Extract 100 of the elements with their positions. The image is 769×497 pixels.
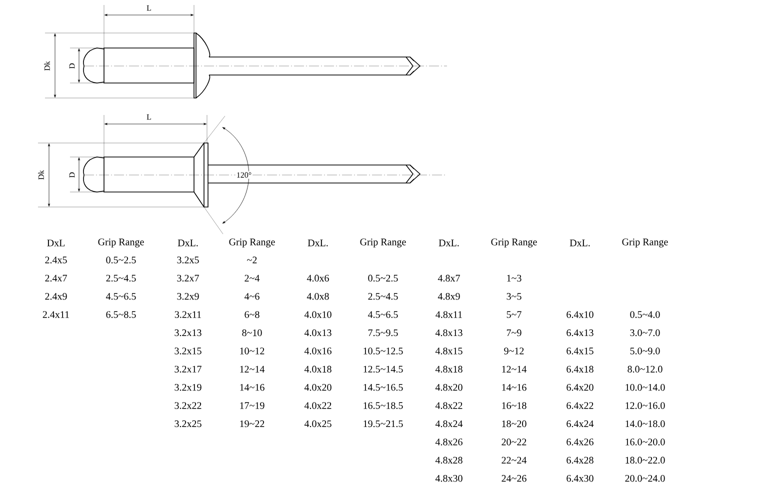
rivet-size: 3.2x19: [174, 384, 202, 391]
rivet-size: 2.4x7: [45, 274, 67, 282]
rivet-size: 6.4x13: [566, 329, 594, 336]
rivet-size: 4.0x6: [306, 274, 329, 282]
rivet-size: 4.8x22: [435, 402, 462, 409]
grip-range: 20~22: [502, 438, 526, 446]
grip-range: 0.5~4.0: [630, 311, 660, 318]
rivet-size: 6.4x26: [566, 438, 594, 446]
grip-range: 22~24: [502, 456, 527, 464]
rivet-size: 6.4x28: [566, 456, 594, 464]
dimension-label: D: [69, 172, 75, 178]
grip-range: 3~5: [506, 293, 522, 300]
grip-range: 2~4: [244, 274, 260, 282]
grip-range: 18~20: [502, 420, 526, 428]
dimension-label: L: [146, 114, 151, 120]
rivet-size: 4.8x24: [435, 420, 463, 428]
rivet-size: 2.4x5: [45, 256, 67, 264]
rivet-size: 3.2x5: [177, 256, 199, 264]
column-header: Grip Range: [98, 238, 144, 248]
grip-range: 12~14: [502, 366, 527, 372]
rivet-size: 4.8x13: [435, 329, 462, 336]
grip-range: 2.5~4.5: [368, 293, 398, 300]
rivet-size: 3.2x7: [177, 274, 199, 282]
dimension-label: Dk: [44, 61, 50, 71]
dimension-label: L: [146, 5, 151, 11]
grip-range: 16.0~20.0: [626, 438, 665, 446]
rivet-size: 3.2x22: [174, 402, 202, 409]
grip-range: 9~12: [504, 348, 524, 354]
rivet-size: 6.4x24: [566, 420, 594, 428]
grip-range: 14~16: [502, 384, 526, 391]
dimension-label: 120°: [235, 171, 253, 179]
rivet-size: 2.4x9: [45, 293, 67, 300]
rivet-size: 3.2x17: [174, 366, 202, 373]
column-header: DxL.: [308, 240, 328, 246]
column-header: DxL: [47, 240, 65, 246]
grip-range: 16.5~18.5: [364, 402, 403, 409]
column-header: Grip Range: [491, 238, 537, 248]
grip-range: 20.0~24.0: [625, 475, 665, 482]
grip-range: 8~10: [242, 329, 262, 336]
grip-range: 7~9: [506, 329, 522, 336]
rivet-size: 6.4x18: [566, 366, 594, 373]
rivet-size: 4.8x26: [435, 438, 462, 446]
column-header: DxL.: [178, 240, 198, 246]
rivet-size: 4.0x10: [304, 311, 332, 318]
column-header: DxL.: [570, 240, 590, 246]
rivet-size: 3.2x11: [174, 311, 201, 318]
rivet-size: 6.4x22: [566, 402, 594, 409]
grip-range: 4.5~6.5: [368, 311, 398, 318]
rivet-size: 4.8x28: [435, 456, 462, 464]
rivet-size: 4.0x22: [304, 402, 332, 409]
grip-range: 18.0~22.0: [626, 456, 665, 464]
grip-range: 19.5~21.5: [364, 420, 403, 428]
rivet-size: 6.4x20: [566, 384, 594, 391]
rivet-size: 4.0x8: [306, 293, 329, 300]
grip-range: 4~6: [244, 293, 260, 300]
grip-range: 4.5~6.5: [106, 293, 136, 300]
dimension-label: Dk: [38, 170, 44, 180]
rivet-size: 4.0x20: [304, 384, 332, 391]
rivet-size: 4.8x7: [438, 274, 460, 282]
grip-range: 16~18: [502, 402, 526, 409]
column-header: DxL.: [438, 240, 459, 246]
grip-range: 14~16: [240, 384, 264, 391]
grip-range: 19~22: [240, 420, 264, 428]
rivet-size: 3.2x25: [174, 420, 202, 428]
column-header: Grip Range: [360, 238, 406, 248]
grip-range: 1~3: [507, 274, 522, 282]
rivet-size: 4.8x30: [435, 475, 462, 482]
grip-range: ~2: [247, 256, 257, 264]
rivet-size: 4.0x25: [304, 420, 332, 428]
grip-range: 24~26: [502, 475, 526, 482]
rivet-size: 3.2x13: [174, 329, 202, 336]
rivet-size: 6.4x15: [566, 348, 594, 354]
grip-range: 10.5~12.5: [364, 348, 403, 354]
rivet-size: 4.8x15: [435, 348, 462, 354]
grip-range: 3.0~7.0: [630, 329, 660, 336]
dimension-label: D: [69, 63, 75, 69]
rivet-size: 4.8x9: [438, 293, 460, 300]
grip-range: 0.5~2.5: [106, 256, 136, 264]
grip-range: 12~14: [240, 366, 265, 372]
rivet-size: 4.8x11: [436, 311, 462, 318]
grip-range: 2.5~4.5: [106, 274, 136, 282]
column-header: Grip Range: [229, 238, 275, 248]
grip-range: 7.5~9.5: [368, 329, 398, 336]
grip-range: 6.5~8.5: [106, 311, 136, 318]
column-header: Grip Range: [622, 238, 668, 248]
grip-range: 5~7: [506, 311, 522, 318]
rivet-size: 6.4x10: [566, 311, 594, 318]
grip-range: 8.0~12.0: [628, 366, 662, 373]
grip-range: 14.5~16.5: [364, 384, 403, 391]
grip-range: 6~8: [244, 311, 260, 318]
grip-range: 10~12: [240, 348, 264, 354]
grip-range: 12.5~14.5: [364, 366, 403, 373]
rivet-size: 4.8x18: [435, 366, 462, 373]
grip-range: 12.0~16.0: [626, 402, 665, 409]
rivet-size: 2.4x11: [42, 311, 69, 318]
rivet-size: 3.2x15: [174, 348, 202, 354]
rivet-size: 4.0x18: [304, 366, 332, 373]
grip-range: 17~19: [240, 402, 264, 409]
grip-range: 5.0~9.0: [630, 348, 660, 354]
grip-range: 14.0~18.0: [626, 420, 665, 428]
